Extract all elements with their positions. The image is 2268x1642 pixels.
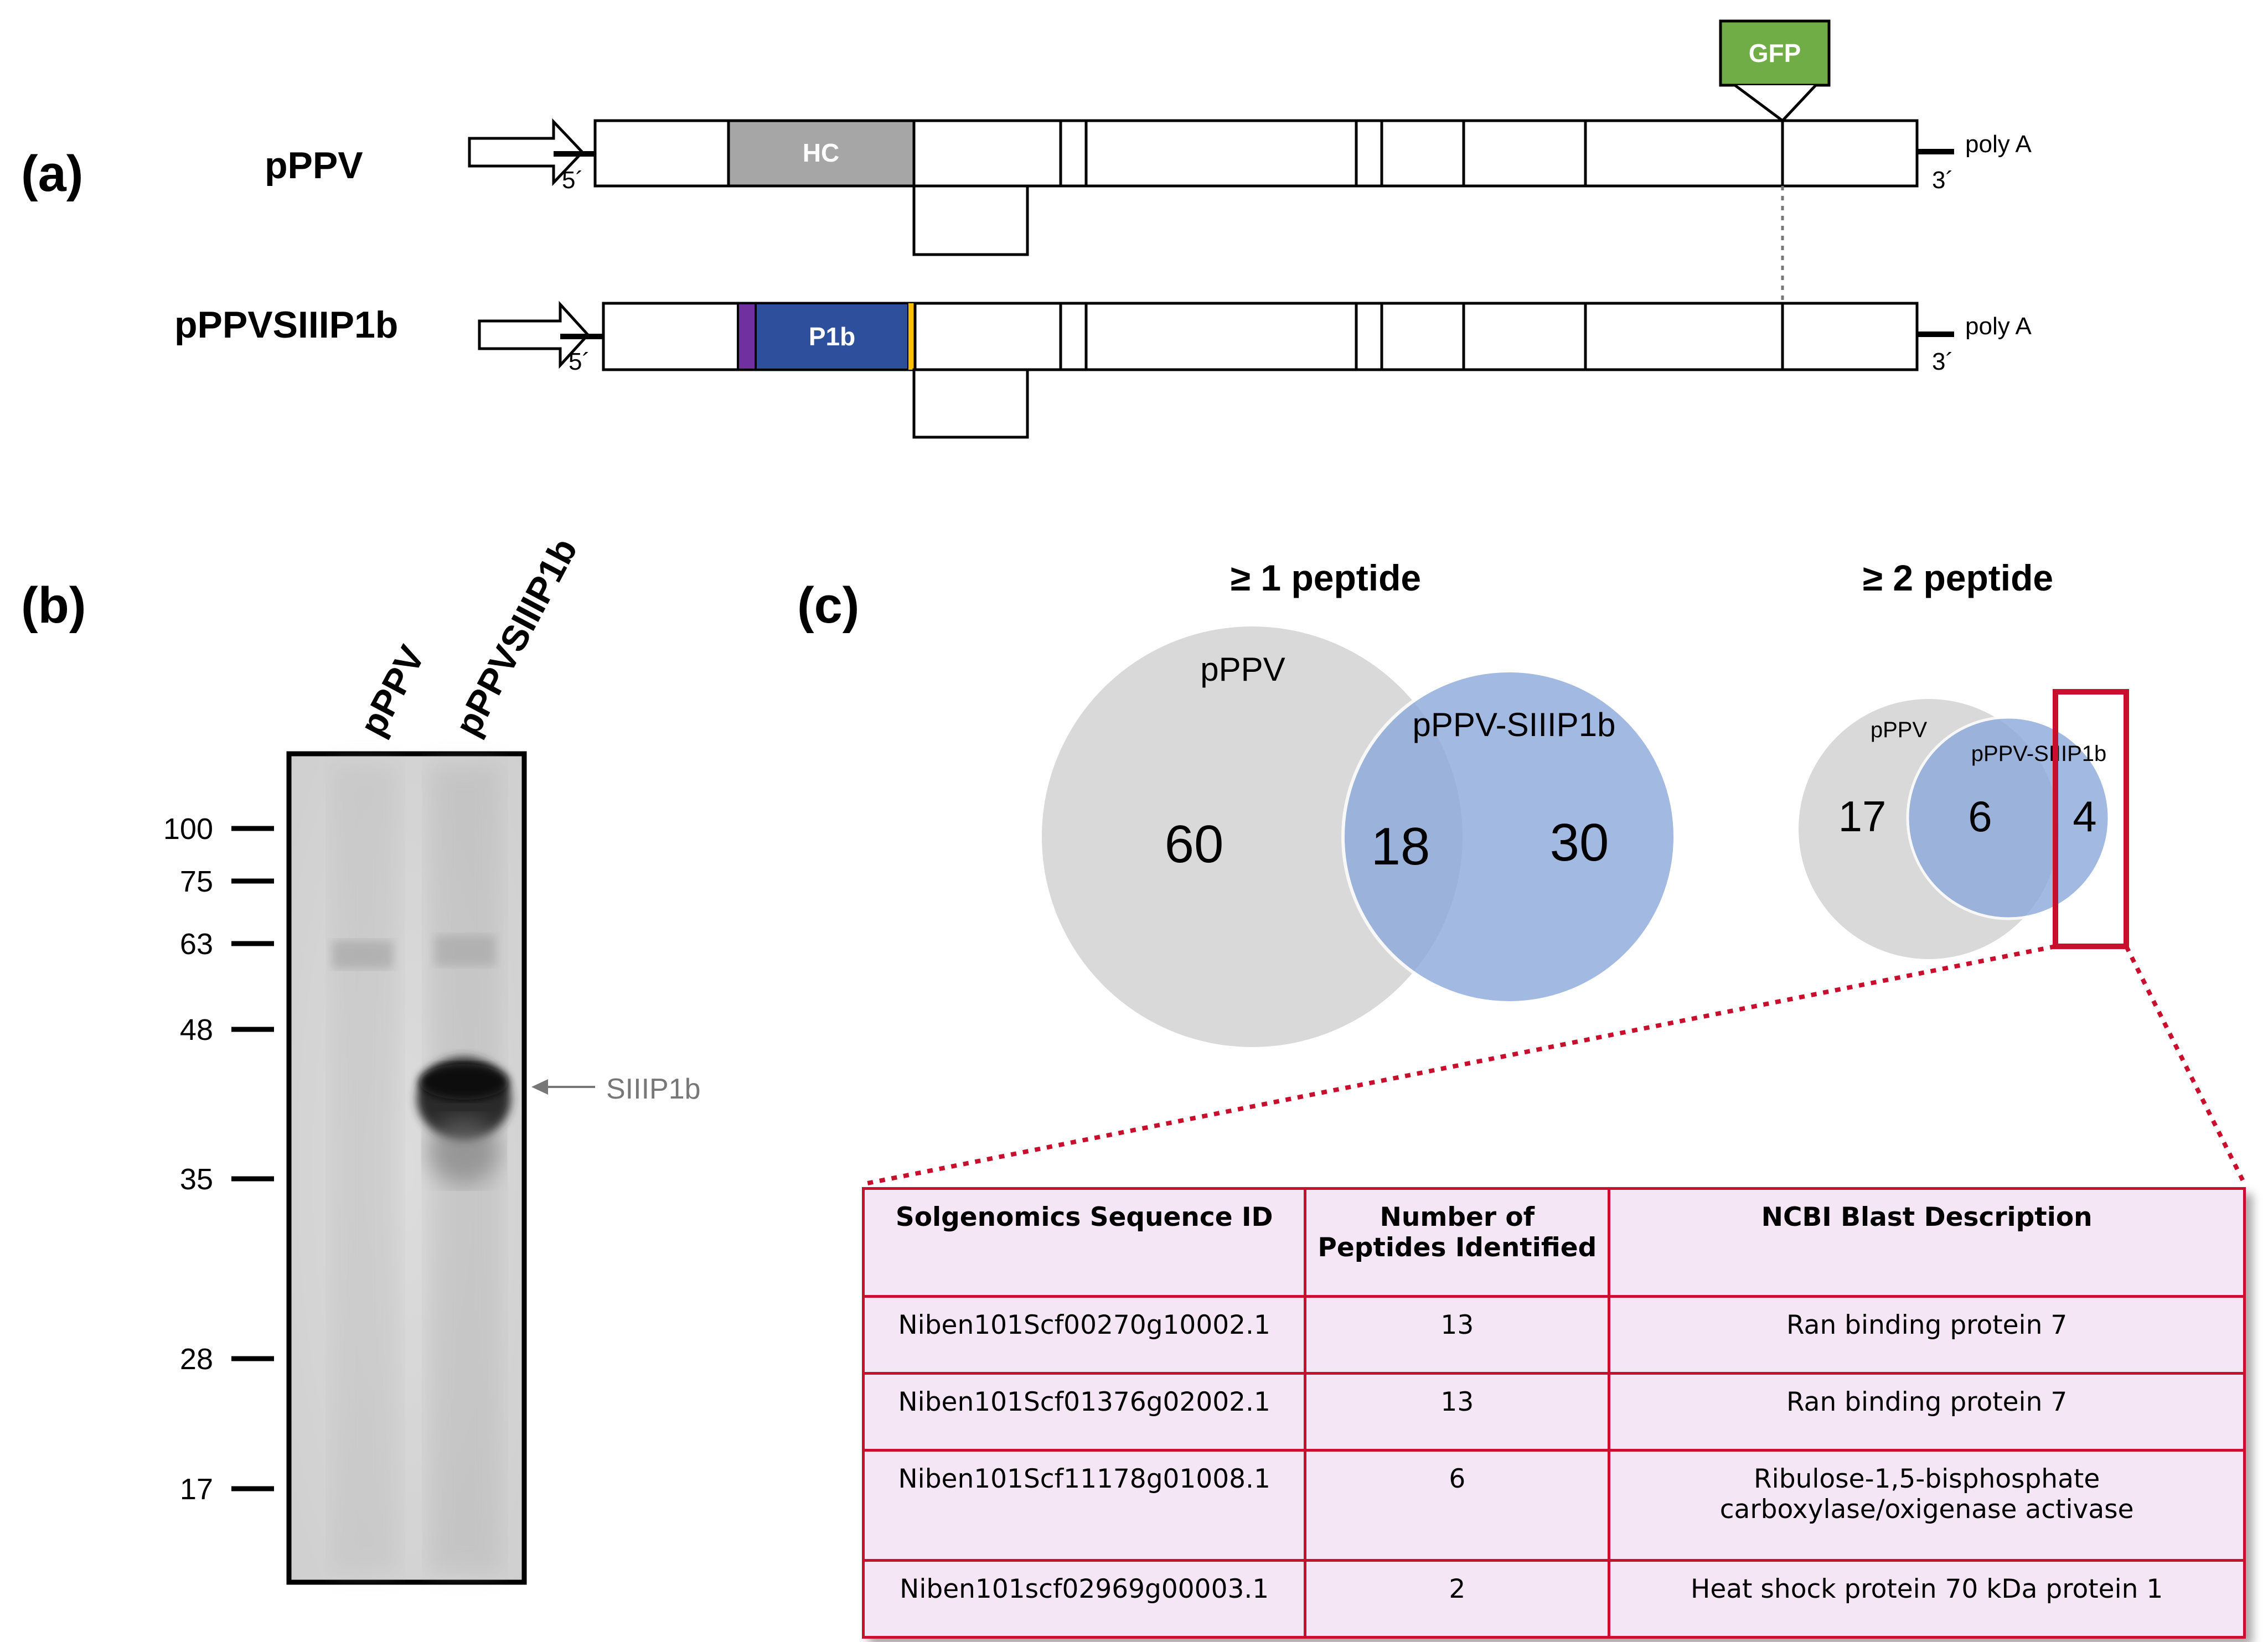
- panel-a-label: (a): [21, 146, 83, 202]
- count-only-b: 30: [1550, 813, 1609, 872]
- set-b-circle: [1341, 669, 1677, 1004]
- blast-description: Heat shock protein 70 kDa protein 1: [1608, 1559, 2246, 1639]
- arrow-left-icon: [531, 1079, 548, 1095]
- zoom-connector-left: [861, 944, 2056, 1187]
- p3n-pipo-box: [912, 184, 1029, 256]
- construct-pppvsiiip1b: pPPVSIIIP1b 5´ P1b 3´ poly A: [174, 301, 2032, 439]
- count-only-a: 17: [1838, 792, 1887, 841]
- sequence-id: Niben101Scf01376g02002.1: [861, 1372, 1307, 1452]
- gel-image: [286, 751, 527, 1585]
- construct-name: pPPV: [265, 144, 363, 187]
- table-row: Niben101Scf00270g10002.1 13 Ran binding …: [861, 1295, 2246, 1375]
- band-pointer: SIIIP1b: [531, 1073, 701, 1105]
- sequence-id: Niben101scf02969g00003.1: [861, 1559, 1307, 1639]
- marker-17: 17: [180, 1473, 213, 1506]
- sequence-id: Niben101Scf00270g10002.1: [861, 1295, 1307, 1375]
- set-a-label: pPPV: [1871, 718, 1928, 742]
- gfp-box: [1719, 19, 1831, 87]
- panel-b-label: (b): [21, 577, 86, 634]
- set-b-label: pPPV-SIIIP1b: [1971, 742, 2107, 766]
- lane-label-pppv: pPPV: [352, 639, 432, 743]
- lane-label-pppvsiiip1b: pPPVSIIIP1b: [447, 531, 585, 742]
- peptide-count: 6: [1304, 1449, 1611, 1562]
- count-both: 18: [1371, 817, 1430, 876]
- cistron-dividers: [913, 303, 1784, 370]
- set-a-circle: [1042, 626, 1463, 1047]
- venn-title: ≥ 1 peptide: [1231, 557, 1421, 598]
- count-both: 6: [1968, 792, 1992, 841]
- marker-ladder: 100 75 63 48 35 28 17: [163, 812, 274, 1506]
- promoter-arrow-icon: [468, 118, 585, 187]
- three-prime-label: 3´: [1932, 348, 1954, 375]
- set-a-label: pPPV: [1200, 651, 1285, 688]
- marker-28: 28: [180, 1343, 213, 1376]
- purple-tag-band: [737, 302, 757, 371]
- peptide-count: 13: [1304, 1295, 1611, 1375]
- sequence-id: Niben101Scf11178g01008.1: [861, 1449, 1307, 1562]
- poly-a-label: poly A: [1965, 313, 2032, 340]
- col-header: NCBI Blast Description: [1608, 1187, 2246, 1298]
- set-b-circle: [1906, 716, 2111, 920]
- table-header-row: Solgenomics Sequence ID Number of Peptid…: [861, 1187, 2246, 1298]
- peptide-count: 13: [1304, 1372, 1611, 1452]
- venn-2peptide: ≥ 2 peptide pPPV pPPV-SIIIP1b 17 6 4: [1799, 557, 2129, 959]
- table-row: Niben101Scf01376g02002.1 13 Ran binding …: [861, 1372, 2246, 1452]
- three-prime-label: 3´: [1932, 167, 1954, 194]
- marker-63: 63: [180, 928, 213, 961]
- cistron-dividers: [1059, 121, 1784, 186]
- table-row: Niben101Scf11178g01008.1 6 Ribulose-1,5-…: [861, 1449, 2246, 1562]
- blast-description: Ran binding protein 7: [1608, 1372, 2246, 1452]
- set-b-label: pPPV-SIIIP1b: [1413, 706, 1616, 743]
- zoom-connector-right: [2124, 945, 2247, 1185]
- hc-label: HC: [803, 138, 839, 167]
- p3n-pipo-box: [912, 368, 1029, 439]
- gfp-insertion-wedge: [1734, 84, 1817, 123]
- five-prime-label: 5´: [569, 348, 590, 375]
- count-only-b: 4: [2073, 792, 2096, 841]
- gfp-label: GFP: [1749, 39, 1801, 68]
- panel-c-label: (c): [797, 577, 859, 634]
- highlight-box: [2053, 689, 2129, 949]
- venn-title: ≥ 2 peptide: [1863, 557, 2053, 598]
- construct-name: pPPVSIIIP1b: [174, 304, 398, 346]
- five-prime-label: 5´: [562, 167, 583, 194]
- count-only-a: 60: [1165, 815, 1224, 874]
- construct-pppv: pPPV 5´ HC 3´ poly A GFP: [265, 19, 2032, 256]
- table-row: Niben101scf02969g00003.1 2 Heat shock pr…: [861, 1559, 2246, 1639]
- marker-35: 35: [180, 1163, 213, 1196]
- blast-description: Ran binding protein 7: [1608, 1295, 2246, 1375]
- orange-tag-band: [908, 303, 915, 370]
- poly-a-label: poly A: [1965, 131, 2032, 158]
- identified-proteins-table: Solgenomics Sequence ID Number of Peptid…: [861, 1187, 2246, 1639]
- peptide-count: 2: [1304, 1559, 1611, 1639]
- marker-75: 75: [180, 865, 213, 898]
- p1b-label: P1b: [809, 322, 855, 351]
- promoter-arrow-icon: [478, 301, 590, 369]
- blast-description: Ribulose-1,5-bisphosphate carboxylase/ox…: [1608, 1449, 2246, 1562]
- venn-1peptide: ≥ 1 peptide pPPV pPPV-SIIIP1b 60 18 30: [1042, 557, 1677, 1047]
- col-header: Solgenomics Sequence ID: [861, 1187, 1307, 1298]
- hc-domain: [727, 119, 916, 188]
- marker-48: 48: [180, 1013, 213, 1047]
- col-header: Number of Peptides Identified: [1304, 1187, 1611, 1298]
- band-label: SIIIP1b: [606, 1073, 701, 1105]
- marker-100: 100: [163, 812, 213, 846]
